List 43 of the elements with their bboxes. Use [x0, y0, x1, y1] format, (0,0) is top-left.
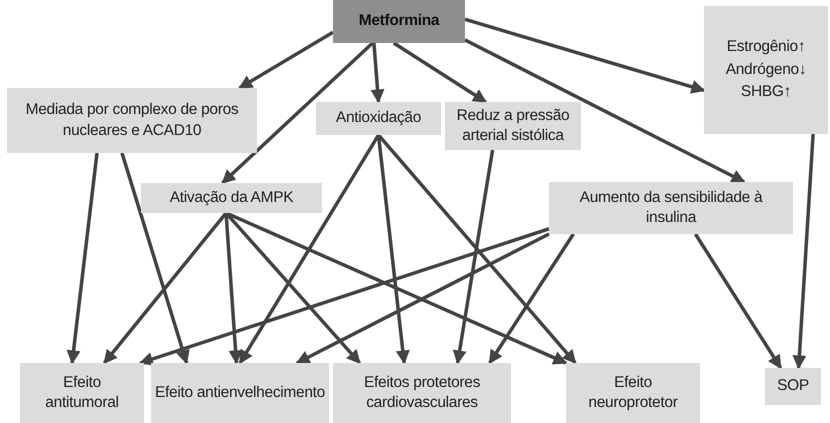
- node-text: Estrogênio↑ Andrógeno↓ SHBG↑: [724, 37, 808, 102]
- node-text: SOP: [777, 376, 809, 396]
- arrow: [376, 134, 410, 364]
- process-box: [765, 368, 821, 405]
- process-box: [20, 363, 144, 423]
- node-text: Mediada por complexo de poros nucleares e ACAD10: [24, 100, 240, 140]
- node-text: Efeitos protetores cardiovasculares: [362, 372, 482, 413]
- arrow: [224, 212, 243, 364]
- node-text: Efeito antitumoral: [44, 372, 120, 413]
- arrow: [66, 152, 99, 364]
- node-text: Antioxidação: [336, 108, 422, 128]
- drug-box: [333, 0, 465, 43]
- process-box: [445, 102, 581, 150]
- process-box: [141, 183, 322, 213]
- arrow: [238, 134, 380, 364]
- arrow: [102, 212, 228, 364]
- arrow: [792, 134, 815, 370]
- node-text: Efeito neuroprotetor: [587, 372, 679, 413]
- arrow: [370, 42, 384, 104]
- node-text: Efeito antienvelhecimento: [154, 382, 325, 403]
- process-box: [566, 363, 700, 423]
- node-text: Ativação da AMPK: [170, 188, 294, 208]
- arrow: [464, 38, 746, 184]
- node-text: Metformina: [358, 11, 440, 32]
- process-box: [333, 363, 511, 423]
- arrow: [377, 134, 577, 364]
- process-box: [704, 6, 828, 134]
- node-text: Reduz a pressão arterial sistólica: [456, 106, 570, 146]
- arrow: [296, 232, 550, 365]
- arrow: [464, 18, 706, 94]
- process-box: [7, 88, 257, 153]
- arrow: [238, 30, 334, 90]
- arrow: [488, 233, 575, 364]
- process-box: [549, 182, 793, 234]
- process-box: [151, 363, 329, 423]
- arrow: [221, 42, 374, 184]
- arrow: [694, 233, 782, 370]
- process-box: [316, 102, 441, 135]
- arrow: [452, 150, 494, 364]
- arrow: [120, 152, 190, 364]
- arrow: [138, 227, 550, 366]
- arrow: [392, 42, 487, 104]
- node-text: Aumento da sensibilidade à insulina: [578, 188, 764, 228]
